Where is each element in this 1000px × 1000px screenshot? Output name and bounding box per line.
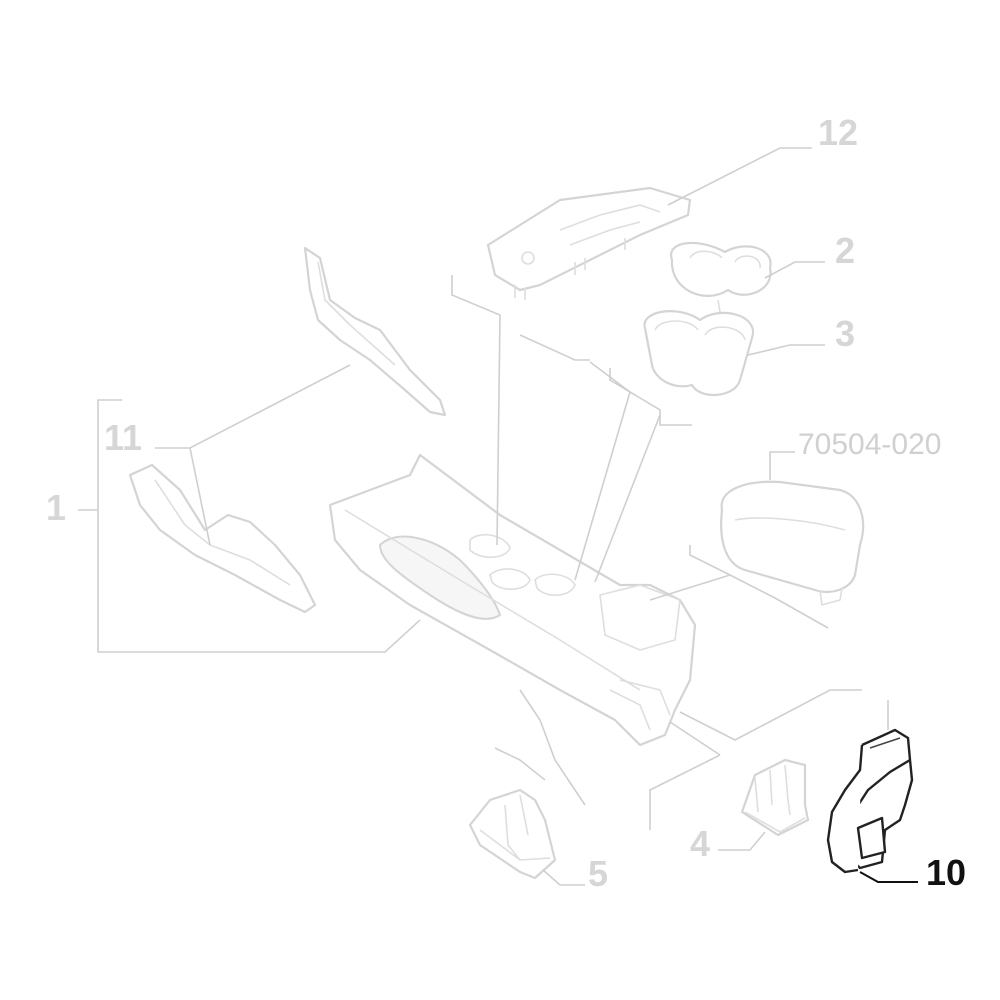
leader-lines — [78, 147, 918, 886]
part-3-cup-insert[interactable] — [643, 310, 755, 397]
callout-11: 11 — [104, 417, 142, 458]
part-11-upper-side-trim[interactable] — [303, 246, 447, 417]
part-5-shifter-base[interactable] — [468, 788, 557, 880]
callout-3: 3 — [835, 313, 855, 354]
callout-12: 12 — [818, 112, 858, 153]
part-11-lower-side-trim[interactable] — [128, 463, 317, 614]
drawing-code: 70504-020 — [798, 428, 941, 461]
callout-1: 1 — [46, 487, 66, 528]
callout-10[interactable]: 10 — [926, 852, 966, 893]
part-2-cup-ring[interactable] — [670, 241, 772, 316]
armrest-assembly[interactable] — [720, 480, 865, 606]
callout-2: 2 — [835, 230, 855, 271]
callout-5: 5 — [588, 853, 608, 894]
part-12-top-trim[interactable] — [486, 186, 692, 300]
part-1-center-console[interactable] — [328, 453, 697, 747]
part-10-side-cover[interactable] — [826, 728, 914, 874]
callout-4: 4 — [690, 823, 710, 864]
part-4-bracket[interactable] — [740, 758, 810, 837]
